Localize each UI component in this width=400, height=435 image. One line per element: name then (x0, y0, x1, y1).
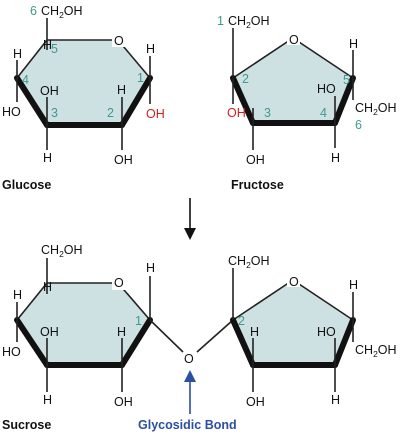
fructose-ch2oh1-label: CH2OH (228, 14, 270, 30)
glucose-h1-label: H (146, 42, 155, 56)
arrow-up-icon (184, 370, 196, 382)
glucose-front-bond-right (119, 75, 153, 128)
glucose-ho-label: HO (2, 105, 21, 119)
glucose-c5-number: 5 (51, 42, 58, 56)
sucrose-fructose-ring-oxygen: O (289, 275, 299, 289)
sucrose-fructose-ho4: HO (317, 325, 336, 339)
glucose-h3-label: H (43, 151, 52, 165)
fructose-molecule: 1 CH2OH O 2 OH 3 OH HO 4 H 5 H CH2OH 6 F… (217, 14, 397, 192)
sucrose-glucose-c1-number: 1 (135, 314, 142, 328)
fructose-name: Fructose (231, 178, 284, 192)
fructose-c2-number: 2 (242, 72, 249, 86)
sucrose-glucose-h4: H (13, 288, 22, 302)
glucose-h2-label: H (117, 83, 126, 97)
glucose-c1-number: 1 (137, 71, 144, 85)
fructose-ring-oxygen: O (289, 33, 299, 47)
glucose-oh2-label: OH (114, 153, 133, 167)
glucose-ch2oh-label: CH2OH (41, 4, 83, 20)
reaction-arrow (184, 198, 196, 240)
glycosidic-bond-label: Glycosidic Bond (138, 418, 237, 432)
glucose-front-bond-left (14, 75, 50, 128)
fructose-h4-label: H (331, 151, 340, 165)
sucrose-name: Sucrose (2, 418, 51, 432)
glucose-oh4-label: OH (40, 84, 59, 98)
fructose-c3-number: 3 (264, 106, 271, 120)
sucrose-glucose-h-bottom: H (43, 393, 52, 407)
fructose-ho4-label: HO (317, 82, 336, 96)
sucrose-glucose-h2: H (117, 325, 126, 339)
glucose-h5-label: H (43, 38, 52, 52)
sucrose-fructose-h5: H (349, 278, 358, 292)
sucrose-glucose-h5: H (43, 280, 52, 294)
sucrose-glucose-oh-bottom: OH (114, 395, 133, 409)
glucose-ring-oxygen: O (114, 34, 124, 48)
fructose-oh2-label: OH (227, 106, 246, 120)
sucrose-fructose-ch2oh6: CH2OH (355, 343, 397, 359)
glucose-oh1-label: OH (146, 107, 165, 121)
glucose-name: Glucose (2, 178, 51, 192)
glucose-h4-label: H (13, 47, 22, 61)
fructose-c6-number: 6 (355, 118, 362, 132)
sucrose-molecule: CH2OH H O H 1 H HO OH H H OH O CH2OH O 2… (2, 243, 397, 432)
fructose-ch2oh6-label: CH2OH (355, 101, 397, 117)
sucrose-glucose-oh3: OH (40, 325, 59, 339)
glucose-molecule: 6 CH2OH H 5 O H 4 OH HO 3 H H 2 OH H 1 O… (2, 4, 165, 192)
sucrose-fructose-h4: H (331, 393, 340, 407)
glycosidic-bond-right (196, 319, 234, 353)
sucrose-fructose-oh3: OH (246, 395, 265, 409)
sucrose-fructose-c2-number: 2 (238, 314, 245, 328)
glucose-c4-number: 4 (22, 73, 29, 87)
fructose-h5-label: H (349, 37, 358, 51)
fructose-c5-number: 5 (343, 73, 350, 87)
fructose-c4-number: 4 (320, 106, 327, 120)
fructose-oh3-label: OH (246, 153, 265, 167)
sucrose-glucose-ho: HO (2, 345, 21, 359)
sucrose-glucose-ch2oh: CH2OH (41, 243, 83, 259)
sucrose-glucose-h1: H (146, 261, 155, 275)
fructose-c1-number: 1 (217, 14, 224, 28)
sucrose-fructose-h3: H (250, 325, 259, 339)
sucrose-fructose-ch2oh1: CH2OH (228, 254, 270, 270)
sucrose-bridge-oxygen: O (184, 352, 194, 366)
arrow-down-icon (184, 228, 196, 240)
sucrose-glucose-ring-oxygen: O (114, 276, 124, 290)
glucose-c2-number: 2 (107, 106, 114, 120)
glycosidic-bond-left (149, 319, 184, 353)
glucose-c6-number: 6 (30, 4, 37, 18)
glucose-c3-number: 3 (51, 106, 58, 120)
